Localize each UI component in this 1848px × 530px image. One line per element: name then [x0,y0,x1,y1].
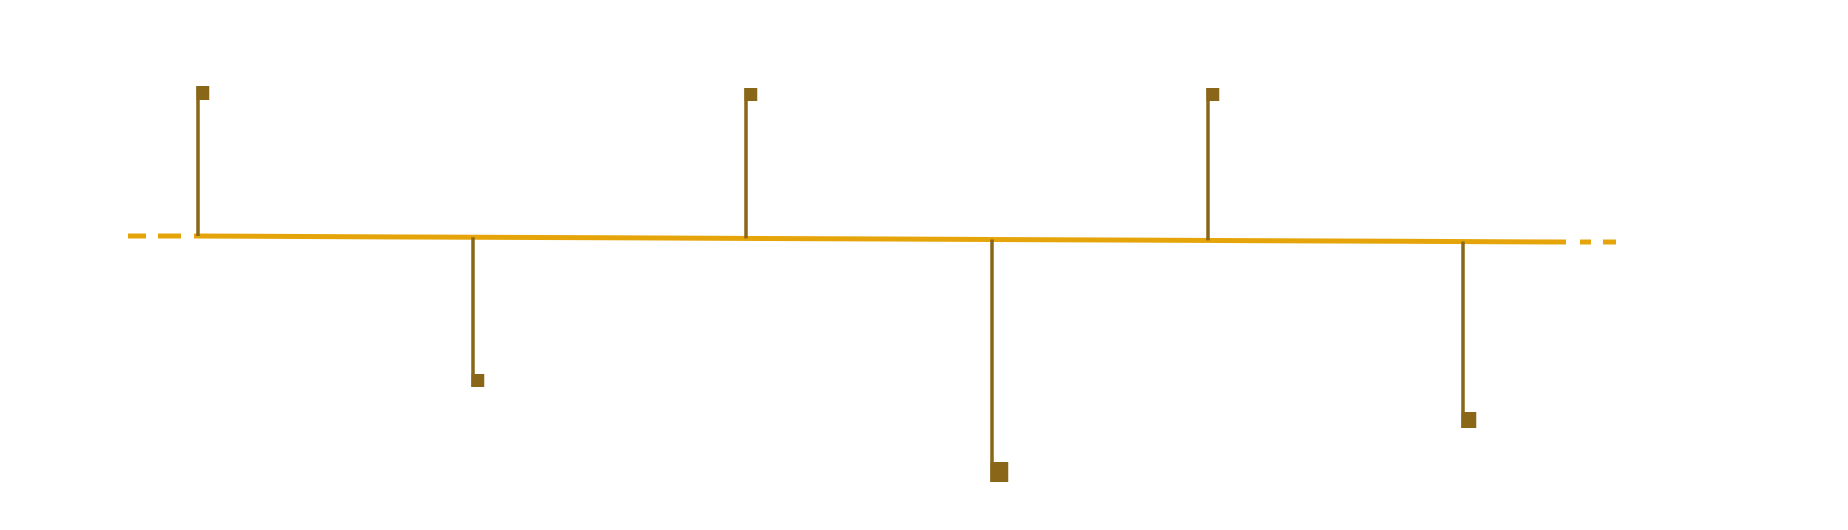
timeline-axis [128,233,1616,245]
event-flag-icon [1206,88,1220,101]
event-flag-icon [471,374,485,387]
event-marker-2 [471,237,485,387]
event-markers [196,86,1477,482]
event-marker-1 [196,86,210,237]
event-flag-icon [744,88,758,101]
event-marker-5 [1206,88,1220,241]
event-flag-icon [1461,412,1477,428]
event-flag-icon [196,86,210,100]
axis-main-line [193,233,1567,245]
event-marker-3 [744,88,758,239]
event-marker-4 [990,239,1009,482]
event-marker-6 [1461,241,1477,428]
event-flag-icon [990,462,1009,482]
